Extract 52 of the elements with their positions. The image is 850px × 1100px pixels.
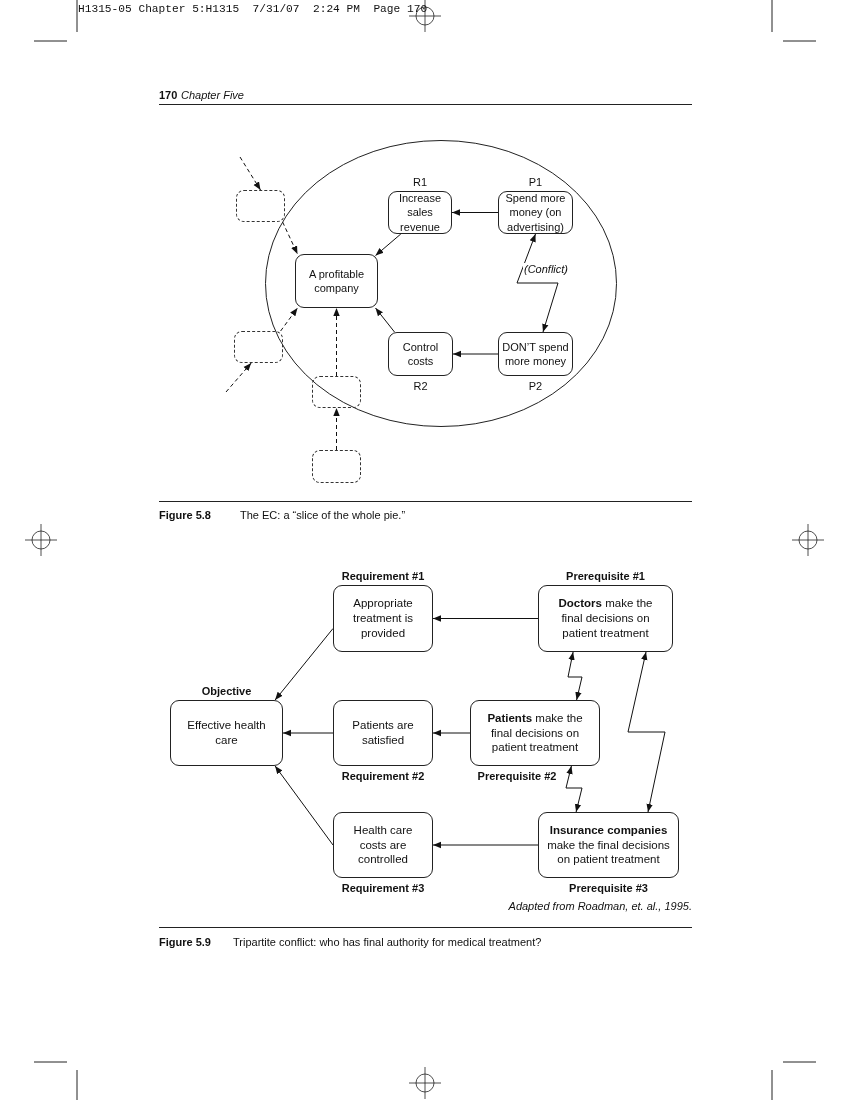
arrow: [333, 407, 340, 451]
statement-box: [295, 254, 378, 308]
page-text: Figure 5.8: [159, 509, 211, 521]
arrow: [282, 221, 298, 255]
box-text: Effective health care: [186, 718, 267, 748]
box-text: Insurance companies make the final decisions on patient treatment: [546, 822, 671, 868]
box-heading: Prerequisite #2: [476, 769, 558, 784]
box-text: Health care costs are controlled: [352, 822, 414, 868]
arrow: [452, 350, 499, 358]
page-text: Chapter Five: [181, 89, 244, 101]
arrow: [432, 615, 539, 622]
print-slug: H1315-05 Chapter 5:H1315 7/31/07 2:24 PM Page 170: [78, 3, 428, 15]
box-heading: Requirement #3: [340, 881, 426, 896]
box-text: Patients make the final decisions on patient treatment: [486, 710, 584, 756]
page-text: 170: [159, 89, 178, 101]
placeholder-box: [312, 450, 361, 483]
arrow: [375, 307, 395, 333]
arrow: [627, 651, 666, 813]
arrow: [432, 729, 471, 737]
edge-label: (Conflict): [523, 263, 569, 275]
arrow: [565, 765, 583, 813]
box-text: Appropriate treatment is provided: [351, 596, 415, 641]
arrow: [274, 765, 334, 846]
box-heading: Requirement #2: [340, 769, 426, 784]
box-heading: Objective: [200, 683, 253, 698]
placeholder-box: [234, 331, 283, 363]
page-text: Tripartite conflict: who has final authority for medical treatment?: [233, 936, 542, 948]
arrow: [239, 156, 261, 191]
arrow: [432, 841, 539, 849]
arrow: [516, 233, 559, 333]
box-text: Doctors make the final decisions on patient treatment: [557, 596, 654, 641]
arrow: [280, 307, 298, 332]
arrow: [451, 209, 499, 216]
arrow: [274, 628, 334, 701]
page-text: Adapted from Roadman, et. al., 1995.: [508, 900, 692, 912]
box-text: Spend more money (on advertising): [504, 191, 567, 234]
box-text: A profitable company: [307, 266, 365, 296]
arrow: [225, 362, 252, 393]
box-heading: Requirement #1: [340, 568, 426, 583]
box-text: Patients are satisfied: [351, 718, 415, 748]
box-heading: Prerequisite #3: [568, 881, 649, 896]
arrow: [333, 307, 340, 377]
page-text: The EC: a “slice of the whole pie.”: [240, 509, 406, 521]
arrow: [567, 651, 583, 701]
box-text: Increase sales revenue: [397, 191, 443, 234]
box-text: Control costs: [401, 339, 440, 369]
page-text: Figure 5.9: [159, 936, 211, 948]
box-text: DON’T spend more money: [502, 339, 569, 369]
arrow: [282, 729, 334, 737]
box-heading: Prerequisite #1: [565, 568, 646, 583]
arrow: [375, 233, 402, 257]
placeholder-box: [236, 190, 285, 222]
